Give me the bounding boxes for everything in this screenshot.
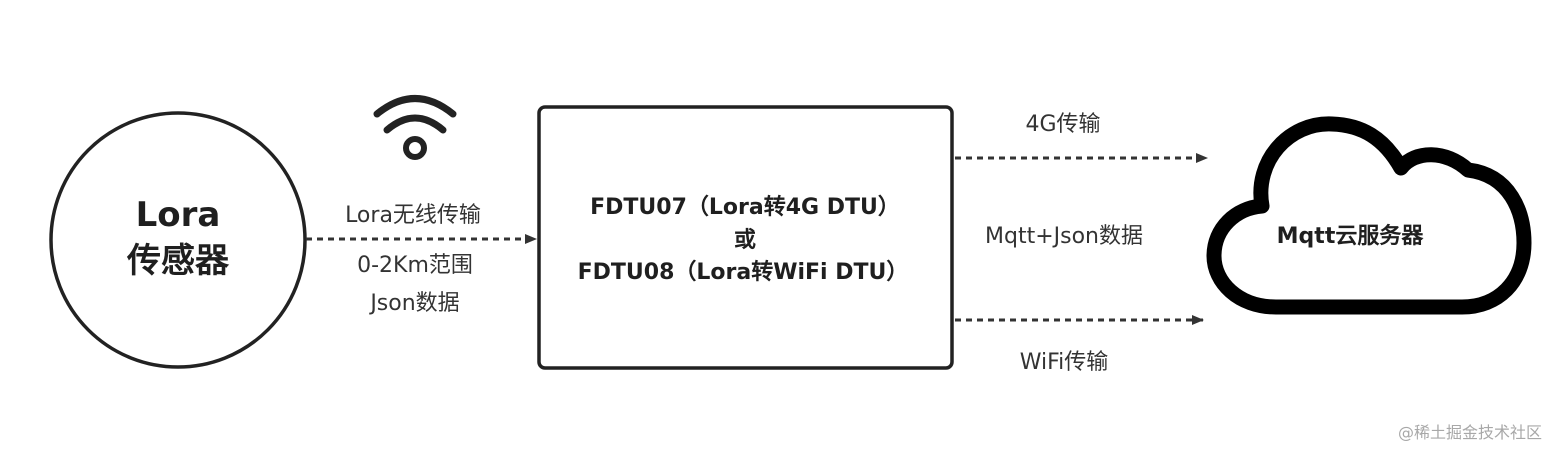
cloud-label: Mqtt云服务器 [1277, 224, 1425, 249]
upper-link-label: 4G传输 [1025, 112, 1100, 137]
wifi-signal-icon [373, 95, 457, 160]
cloud-icon [1206, 116, 1532, 315]
dtu-gateway-node: FDTU07（Lora转4G DTU） 或 FDTU08（Lora转WiFi D… [537, 105, 954, 370]
upper-4g-link: 4G传输 [955, 112, 1208, 163]
sensor-label-line1: Lora [136, 195, 221, 235]
lora-link-label-3: Json数据 [368, 291, 459, 316]
lora-wireless-link: Lora无线传输 0-2Km范围 Json数据 [306, 203, 537, 316]
lora-link-label-1: Lora无线传输 [345, 203, 481, 228]
watermark-text: @稀土掘金技术社区 [1398, 423, 1542, 442]
sensor-circle [49, 111, 307, 369]
dtu-label-line3: FDTU08（Lora转WiFi DTU） [578, 259, 909, 285]
sensor-label-line2: 传感器 [126, 241, 230, 281]
mqtt-cloud-node: Mqtt云服务器 [1206, 116, 1532, 315]
lower-wifi-link: WiFi传输 [955, 315, 1204, 375]
lower-link-label: WiFi传输 [1020, 350, 1109, 375]
dtu-label-line1: FDTU07（Lora转4G DTU） [590, 194, 900, 220]
lora-sensor-node: Lora 传感器 [49, 111, 307, 369]
mqtt-json-label: Mqtt+Json数据 [985, 224, 1143, 249]
dtu-label-line2: 或 [734, 227, 756, 253]
lora-link-label-2: 0-2Km范围 [357, 253, 473, 278]
dtu-box [537, 105, 954, 370]
